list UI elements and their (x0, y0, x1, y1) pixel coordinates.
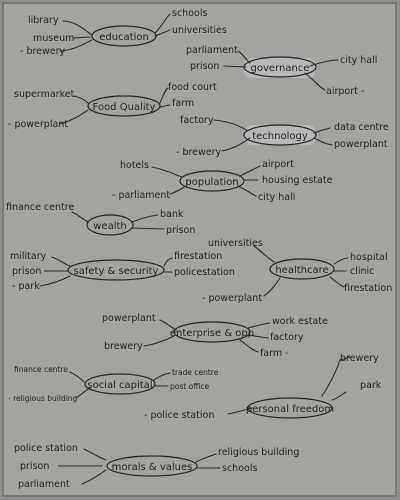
label-museum: museum (33, 33, 74, 44)
label-supermarket: supermarket (14, 89, 75, 100)
cluster-wealth: wealth finance centre bank prison (6, 202, 195, 236)
hub-wealth-label: wealth (93, 221, 127, 232)
label-firestation-safe: firestation (174, 251, 222, 262)
label-clinic: clinic (350, 266, 374, 277)
hub-food (87, 95, 161, 117)
label-park-pf: park (360, 380, 382, 391)
cluster-population: population hotels - parliament airport h… (112, 159, 333, 203)
hub-technology-label: technology (252, 131, 308, 142)
label-cityhall-gov: city hall (340, 55, 377, 66)
hub-education-label: education (99, 32, 149, 43)
hub-personal-label: personal freedom (246, 404, 334, 415)
label-hospital: hospital (350, 252, 388, 263)
label-prison-safe: prison (12, 266, 41, 277)
hub-enterprise-label: enterprise & opp (170, 328, 254, 339)
label-factory-ent: factory (270, 332, 304, 343)
label-military: military (10, 251, 47, 262)
label-finance-soc: finance centre (14, 365, 68, 374)
hub-population-label: population (185, 177, 238, 188)
label-religious-mor: religious building (218, 447, 299, 458)
label-prison-mor: prison (20, 461, 49, 472)
hub-education (91, 25, 157, 47)
label-factory-tech: factory (180, 115, 214, 126)
label-farm-ent: farm - (260, 348, 289, 359)
hub-social (84, 373, 156, 395)
cluster-technology: technology factory - brewery data centre… (176, 115, 389, 158)
label-tradecentre: trade centre (172, 368, 219, 377)
label-brewery-edu: - brewery (20, 46, 66, 57)
hub-safety-label: safety & security (74, 266, 159, 277)
label-police-pf: - police station (144, 410, 214, 421)
label-workestate: work estate (272, 316, 328, 327)
hub-safety (67, 259, 165, 281)
hub-morals (106, 455, 198, 477)
label-farm-food: farm (172, 98, 194, 109)
cluster-personal: personal freedom brewery park - police s… (144, 353, 382, 421)
label-datacentre: data centre (334, 122, 389, 133)
label-universities-edu: universities (172, 25, 227, 36)
label-library: library (28, 15, 59, 26)
label-finance-wealth: finance centre (6, 202, 74, 213)
label-police-mor: police station (14, 443, 78, 454)
hub-enterprise (173, 321, 251, 343)
hub-food-label: Food Quality (93, 102, 156, 113)
label-powerplant-ent: powerplant (102, 313, 156, 324)
label-brewery-ent: brewery (104, 341, 143, 352)
label-policestation-safe: policestation (174, 267, 235, 278)
label-bank: bank (160, 209, 184, 220)
label-cityhall-pop: city hall (258, 192, 295, 203)
label-park-safe: - park (12, 281, 40, 292)
label-airport-pop: airport (262, 159, 294, 170)
label-postoffice: post office (170, 382, 210, 391)
cluster-enterprise: enterprise & opp powerplant brewery work… (102, 313, 328, 359)
cluster-governance: governance parliament prison city hall a… (186, 45, 377, 97)
hub-healthcare-label: healthcare (275, 265, 328, 276)
hub-governance-label: governance (251, 63, 310, 74)
label-parliament-pop: - parliament (112, 190, 170, 201)
label-universities-hc: universities (208, 238, 263, 249)
hub-social-label: social capital (87, 380, 152, 391)
label-schools-edu: schools (172, 8, 207, 19)
label-prison-gov: prison (190, 61, 219, 72)
cluster-morals: morals & values police station prison pa… (14, 443, 299, 490)
cluster-safety: safety & security military prison - park… (10, 251, 235, 292)
hub-technology (243, 124, 317, 146)
label-hotels: hotels (120, 160, 149, 171)
label-housing: housing estate (262, 175, 333, 186)
label-powerplant-food: - powerplant (8, 119, 68, 130)
label-brewery-tech: - brewery (176, 147, 222, 158)
label-prison-wealth: prison (166, 225, 195, 236)
hub-healthcare (269, 258, 335, 280)
label-brewery-pf: brewery (340, 353, 379, 364)
label-powerplant-hc: - powerplant (202, 293, 262, 304)
cluster-food: Food Quality supermarket - powerplant fo… (8, 82, 217, 130)
label-parliament-mor: parliament (18, 479, 70, 490)
label-parliament-gov: parliament (186, 45, 238, 56)
cluster-education: education library museum - brewery schoo… (20, 8, 227, 57)
hub-population (179, 170, 245, 192)
hub-wealth (86, 214, 134, 236)
label-religious-soc: - religious building (8, 394, 78, 403)
hub-governance (243, 56, 317, 78)
cluster-healthcare: healthcare universities - powerplant hos… (202, 238, 392, 304)
label-schools-mor: schools (222, 463, 257, 474)
label-firestation-hc: firestation (344, 283, 392, 294)
label-powerplant-tech: powerplant (334, 139, 388, 150)
paper (2, 2, 397, 497)
hub-personal (247, 397, 333, 419)
label-foodcourt: food court (168, 82, 217, 93)
label-airport-gov: airport - (326, 86, 364, 97)
cluster-social: social capital finance centre - religiou… (8, 365, 219, 403)
hub-morals-label: morals & values (112, 462, 193, 473)
